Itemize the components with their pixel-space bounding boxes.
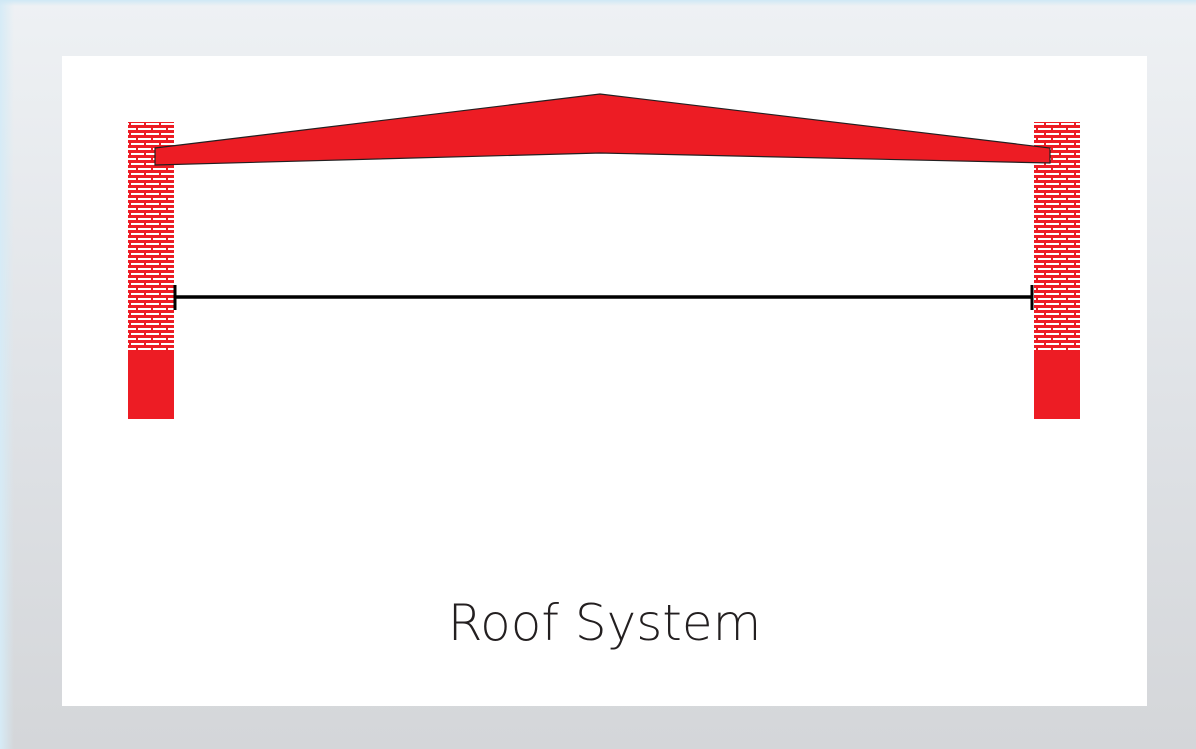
right-wall-solid-base [1034,352,1080,419]
background-top-glow [0,0,1196,6]
background-edge-glow [0,0,14,749]
left-wall-solid-base [128,352,174,419]
diagram-title: Roof System [447,594,762,652]
roof-system-diagram [128,93,1080,419]
right-brick-wall [1034,122,1080,419]
roof-truss [154,93,1051,166]
diagram-card: Roof System [62,56,1147,706]
tie-rod [173,285,1034,310]
left-brick-wall [128,122,174,419]
